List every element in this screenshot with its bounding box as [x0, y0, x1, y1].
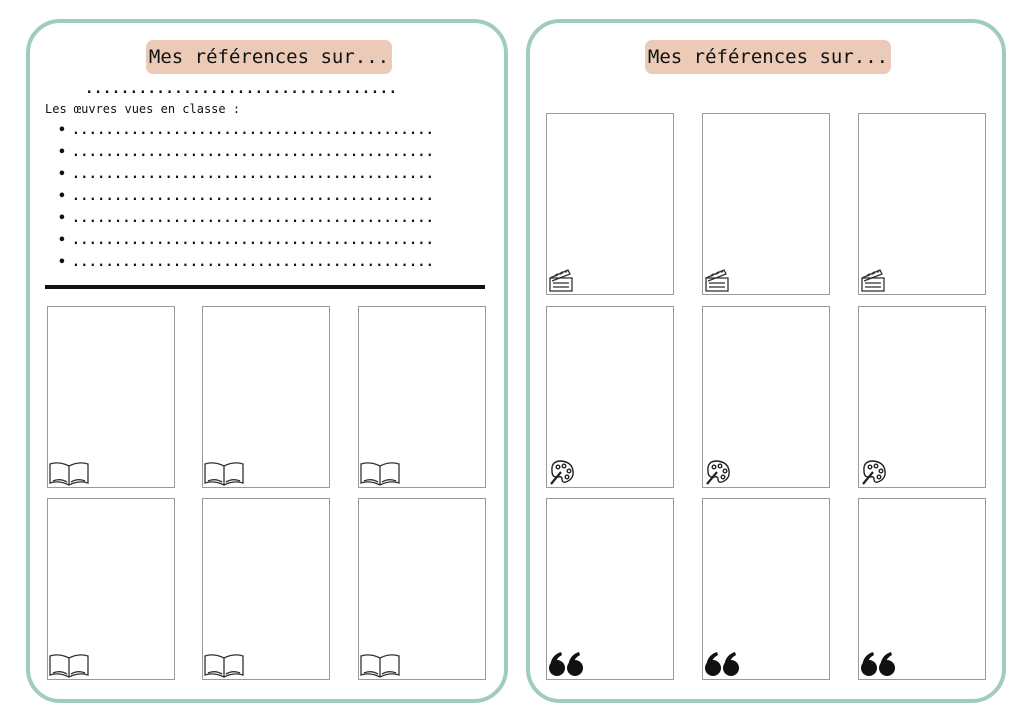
palette-icon: [550, 460, 574, 485]
film-reference-card[interactable]: [546, 113, 674, 295]
quote-reference-card[interactable]: [546, 498, 674, 680]
bullet-item: •.......................................…: [58, 145, 435, 160]
book-reference-card[interactable]: [202, 306, 330, 488]
clapperboard-icon: [861, 269, 885, 292]
bullet-item: •.......................................…: [58, 189, 435, 204]
left-worksheet: Mes références sur... ..................…: [26, 19, 508, 703]
bullet-fill-line: ........................................…: [72, 233, 435, 248]
art-reference-card[interactable]: [858, 306, 986, 488]
bullet-item: •.......................................…: [58, 167, 435, 182]
right-worksheet: Mes références sur...: [526, 19, 1006, 703]
open-book-icon: [204, 654, 244, 678]
bullet-item: •.......................................…: [58, 123, 435, 138]
open-book-icon: [49, 462, 89, 486]
book-reference-card[interactable]: [358, 306, 486, 488]
subject-fill-line: ...................................: [85, 81, 398, 97]
clapperboard-icon: [705, 269, 729, 292]
open-book-icon: [360, 654, 400, 678]
right-page-title: Mes références sur...: [645, 40, 891, 74]
film-reference-card[interactable]: [858, 113, 986, 295]
works-intro-label: Les œuvres vues en classe :: [45, 102, 241, 116]
bullet-item: •.......................................…: [58, 211, 435, 226]
open-book-icon: [360, 462, 400, 486]
open-book-icon: [204, 462, 244, 486]
quote-icon: [705, 652, 739, 676]
open-book-icon: [49, 654, 89, 678]
quote-icon: [861, 652, 895, 676]
art-reference-card[interactable]: [546, 306, 674, 488]
bullet-fill-line: ........................................…: [72, 123, 435, 138]
palette-icon: [706, 460, 730, 485]
bullet-fill-line: ........................................…: [72, 255, 435, 270]
book-reference-card[interactable]: [202, 498, 330, 680]
bullet-fill-line: ........................................…: [72, 211, 435, 226]
quote-reference-card[interactable]: [858, 498, 986, 680]
book-reference-card[interactable]: [47, 498, 175, 680]
quote-icon: [549, 652, 583, 676]
section-divider: [45, 285, 485, 289]
art-reference-card[interactable]: [702, 306, 830, 488]
film-reference-card[interactable]: [702, 113, 830, 295]
palette-icon: [862, 460, 886, 485]
bullet-item: •.......................................…: [58, 233, 435, 248]
bullet-fill-line: ........................................…: [72, 145, 435, 160]
bullet-fill-line: ........................................…: [72, 189, 435, 204]
book-reference-card[interactable]: [358, 498, 486, 680]
book-reference-card[interactable]: [47, 306, 175, 488]
clapperboard-icon: [549, 269, 573, 292]
bullet-fill-line: ........................................…: [72, 167, 435, 182]
quote-reference-card[interactable]: [702, 498, 830, 680]
works-bullet-list: •.......................................…: [58, 120, 434, 274]
bullet-item: •.......................................…: [58, 255, 435, 270]
left-page-title: Mes références sur...: [146, 40, 392, 74]
